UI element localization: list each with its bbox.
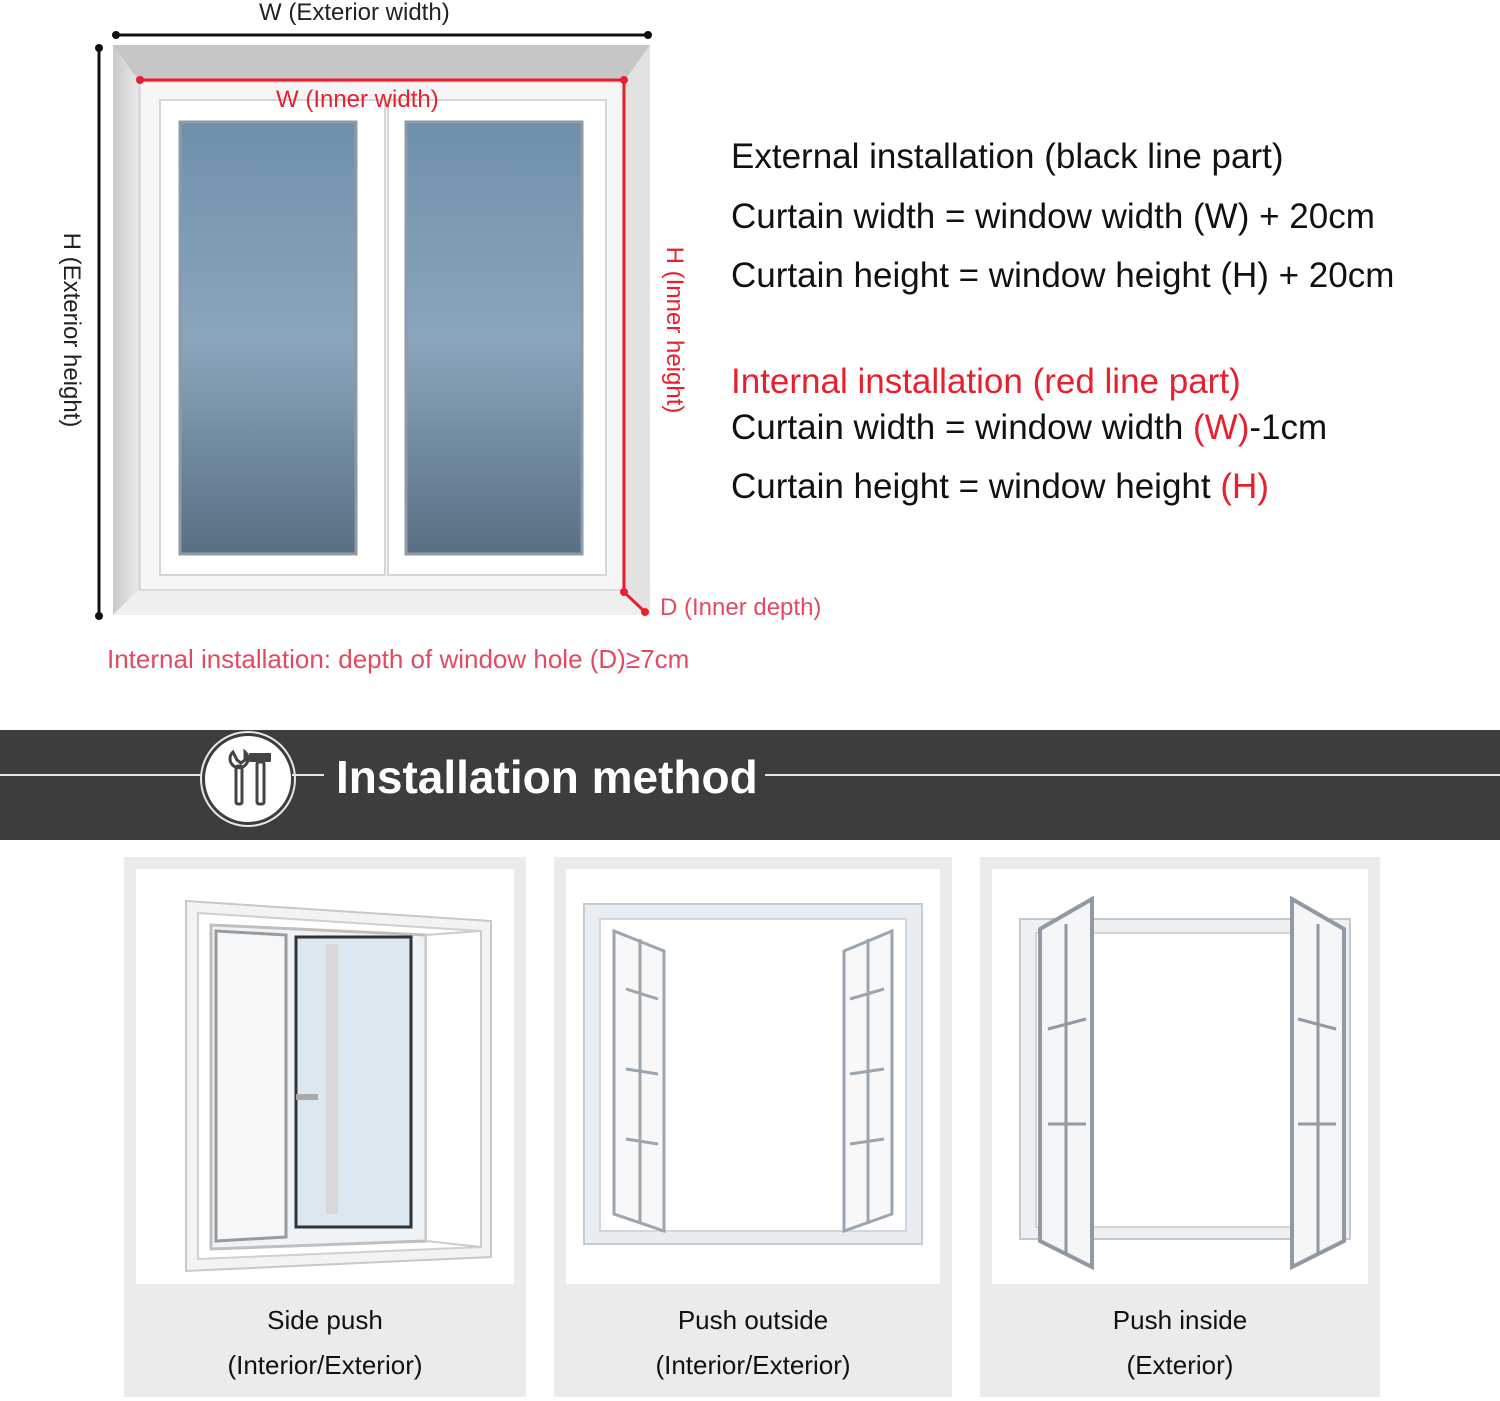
outward-casement-window-icon bbox=[566, 869, 940, 1284]
internal-height-prefix: Curtain height = window height bbox=[731, 467, 1221, 506]
external-height-formula: Curtain height = window height (H) + 20c… bbox=[731, 256, 1395, 295]
window-frame bbox=[139, 81, 624, 591]
banner-title: Installation method bbox=[336, 751, 758, 803]
method-name: Push inside bbox=[1112, 1305, 1248, 1335]
banner-rule-mid bbox=[292, 774, 324, 776]
banner-rule-left bbox=[0, 774, 205, 776]
method-name: Push outside bbox=[677, 1305, 829, 1335]
installation-method-banner: Installation method bbox=[0, 730, 1500, 840]
inner-depth-label: D (Inner depth) bbox=[660, 594, 822, 621]
inner-dimension-lines bbox=[136, 76, 649, 616]
exterior-width-label: W (Exterior width) bbox=[259, 0, 450, 26]
internal-width-suffix: -1cm bbox=[1249, 408, 1328, 447]
inner-height-label: H (Inner height) bbox=[661, 246, 688, 414]
internal-width-symbol: (W) bbox=[1193, 408, 1250, 447]
internal-height-symbol: (H) bbox=[1220, 467, 1269, 506]
internal-installation-heading: Internal installation (red line part) bbox=[731, 362, 1241, 401]
internal-width-formula: Curtain width = window width (W)-1cm bbox=[731, 410, 1327, 445]
method-note: (Interior/Exterior) bbox=[655, 1350, 851, 1380]
internal-width-prefix: Curtain width = window width bbox=[731, 408, 1194, 447]
method-card-push-outside: Push outside (Interior/Exterior) bbox=[554, 857, 952, 1397]
exterior-height-label: H (Exterior height) bbox=[58, 232, 85, 428]
method-note: (Interior/Exterior) bbox=[227, 1350, 423, 1380]
method-note: (Exterior) bbox=[1126, 1350, 1234, 1380]
inner-width-label: W (Inner width) bbox=[276, 86, 439, 113]
external-installation-heading: External installation (black line part) bbox=[731, 137, 1284, 176]
external-width-formula: Curtain width = window width (W) + 20cm bbox=[731, 197, 1375, 236]
internal-height-formula: Curtain height = window height (H) bbox=[731, 469, 1269, 504]
method-card-side-push: Side push (Interior/Exterior) bbox=[124, 857, 526, 1397]
banner-rule-right bbox=[765, 774, 1500, 776]
method-card-push-inside: Push inside (Exterior) bbox=[980, 857, 1380, 1397]
tools-icon bbox=[202, 733, 294, 825]
method-name: Side push bbox=[267, 1305, 383, 1335]
sliding-window-icon bbox=[136, 869, 514, 1284]
window-measurement-diagram bbox=[95, 31, 652, 620]
depth-requirement-note: Internal installation: depth of window h… bbox=[107, 644, 690, 674]
exterior-dimension-lines bbox=[95, 31, 652, 620]
inward-casement-window-icon bbox=[992, 869, 1368, 1284]
